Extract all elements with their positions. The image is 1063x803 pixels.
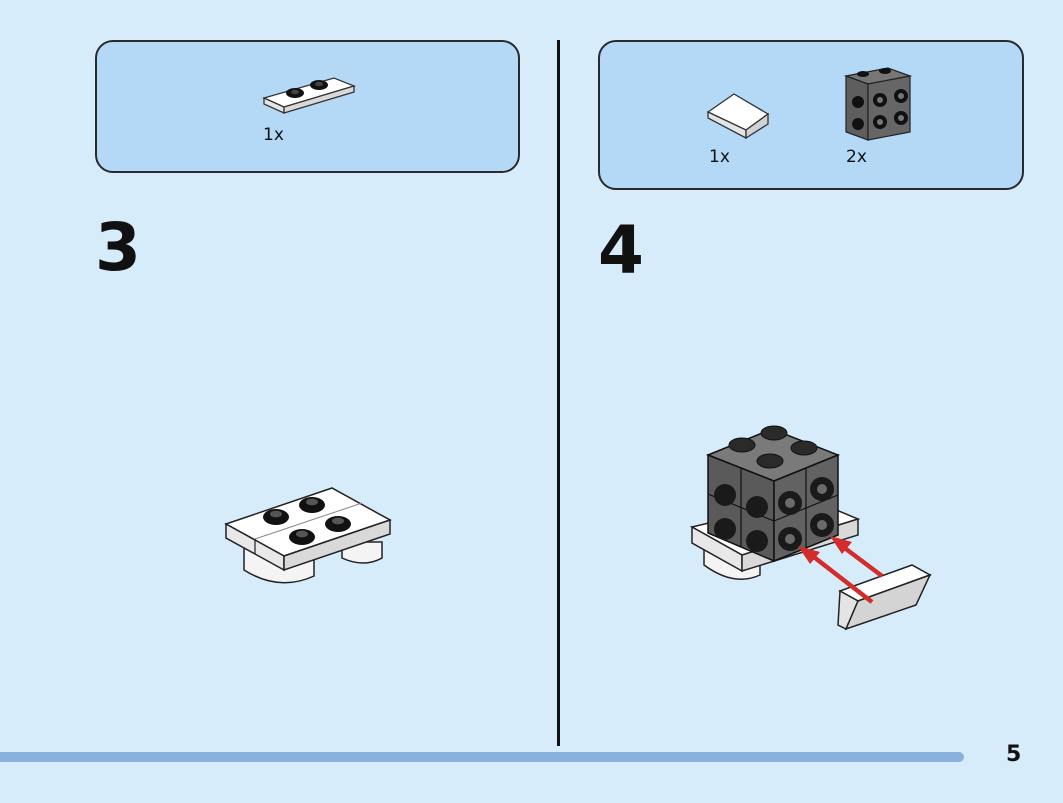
progress-bar [0, 752, 964, 762]
red-insert-arrow-icon [798, 536, 884, 604]
part-quantity: 1x [709, 147, 730, 167]
dark-gray-brick-studs-on-sides-icon [843, 67, 913, 141]
step-number: 3 [95, 209, 141, 286]
white-2x4-plate-assembly-icon [224, 487, 392, 584]
white-slope-tile-icon [706, 93, 770, 140]
step-divider [557, 40, 560, 746]
page-number: 5 [1006, 742, 1022, 767]
dark-gray-cube-on-white-plate-icon [689, 425, 932, 631]
step-number: 4 [598, 212, 644, 289]
white-1x2-jumper-plate-icon [262, 77, 356, 115]
part-quantity: 2x [846, 147, 867, 167]
parts-callout-step-4 [598, 40, 1024, 190]
part-quantity: 1x [263, 125, 284, 145]
